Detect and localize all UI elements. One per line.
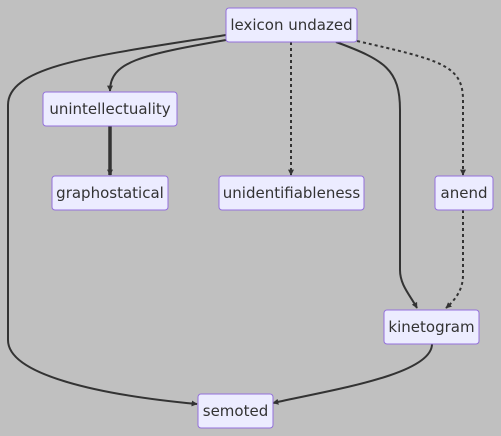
node-graphostatical[interactable]: graphostatical bbox=[51, 175, 169, 211]
node-label: semoted bbox=[203, 402, 268, 420]
node-unidentifiableness[interactable]: unidentifiableness bbox=[218, 175, 365, 211]
nodes: lexicon undazed unintellectuality grapho… bbox=[42, 7, 494, 429]
node-lexicon-undazed[interactable]: lexicon undazed bbox=[225, 7, 358, 43]
edge-lexicon-to-anend bbox=[356, 40, 466, 176]
node-label: unintellectuality bbox=[49, 100, 170, 118]
edge-lexicon-to-kinetogram bbox=[335, 41, 418, 309]
node-anend[interactable]: anend bbox=[434, 175, 494, 211]
edge-lexicon-to-semoted bbox=[7, 34, 227, 407]
node-kinetogram[interactable]: kinetogram bbox=[383, 309, 480, 345]
edges bbox=[7, 34, 466, 407]
edge-anend-to-kinetogram bbox=[445, 210, 464, 309]
edge-lexicon-to-unintellectuality bbox=[107, 39, 227, 92]
node-label: unidentifiableness bbox=[223, 184, 361, 202]
node-label: anend bbox=[441, 184, 488, 202]
node-label: graphostatical bbox=[56, 184, 164, 202]
node-label: lexicon undazed bbox=[230, 16, 352, 34]
node-unintellectuality[interactable]: unintellectuality bbox=[42, 91, 178, 127]
node-label: kinetogram bbox=[388, 318, 474, 336]
node-semoted[interactable]: semoted bbox=[197, 393, 274, 429]
edge-kinetogram-to-semoted bbox=[272, 343, 433, 405]
